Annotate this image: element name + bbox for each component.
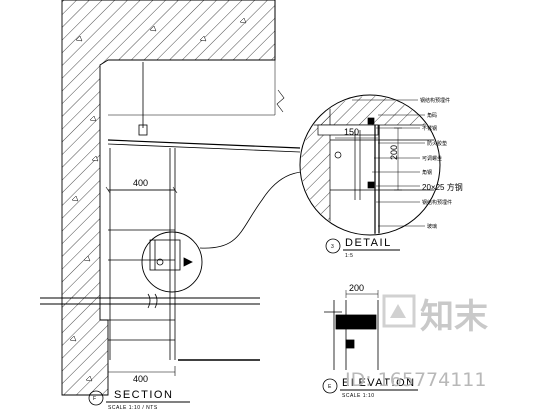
- section-title: SECTION: [114, 389, 173, 401]
- section-dim-top: 400: [133, 178, 148, 188]
- elevation-view: [324, 290, 379, 370]
- elevation-title: ELEVATION: [342, 377, 416, 389]
- detail-annotation-8: 钢结构预埋件: [422, 199, 452, 206]
- elevation-scale-note: SCALE 1:10: [342, 393, 375, 399]
- detail-annotation-1: 钢结构预埋件: [420, 97, 450, 104]
- detail-scale-note: 1:5: [345, 253, 353, 259]
- concrete-wall-section: [61, 0, 285, 396]
- section-dimensions: [105, 186, 178, 376]
- detail-annotation-3: 不锈钢: [422, 125, 437, 132]
- detail-title: DETAIL: [345, 237, 392, 249]
- elevation-marker: E: [328, 384, 332, 390]
- detail-annotation-6: 角钢: [422, 169, 432, 176]
- elevation-dim-width: 200: [349, 283, 364, 293]
- detail-marker-circle: [325, 238, 341, 254]
- detail-annotation-9: 玻璃: [427, 223, 437, 230]
- detail-view: [299, 94, 441, 236]
- detail-leaders: [352, 99, 425, 227]
- detail-leader-curve: [199, 171, 319, 249]
- section-frame: [40, 62, 301, 361]
- detail-callout-circle: [141, 231, 203, 293]
- detail-marker: 3: [331, 244, 334, 250]
- detail-annotation-7: 20×25 方钢: [422, 182, 463, 192]
- detail-annotation-5: 可调螺丝: [422, 155, 442, 162]
- detail-dim-height: 200: [389, 145, 399, 160]
- detail-dim-width: 150: [344, 127, 359, 137]
- section-dim-bottom: 400: [133, 374, 148, 384]
- section-marker: F: [93, 396, 97, 402]
- watermark-id: ID: 165774111: [345, 369, 486, 391]
- watermark-brand: 知末: [420, 297, 488, 337]
- detail-annotation-4: 防火胶垫: [427, 140, 447, 147]
- watermark-logo: [382, 294, 416, 328]
- detail-annotation-2: 角码: [427, 112, 437, 119]
- section-scale-note: SCALE 1:10 / NTS: [108, 405, 158, 411]
- section-marker-circle: [88, 390, 104, 406]
- elevation-marker-circle: [322, 378, 338, 394]
